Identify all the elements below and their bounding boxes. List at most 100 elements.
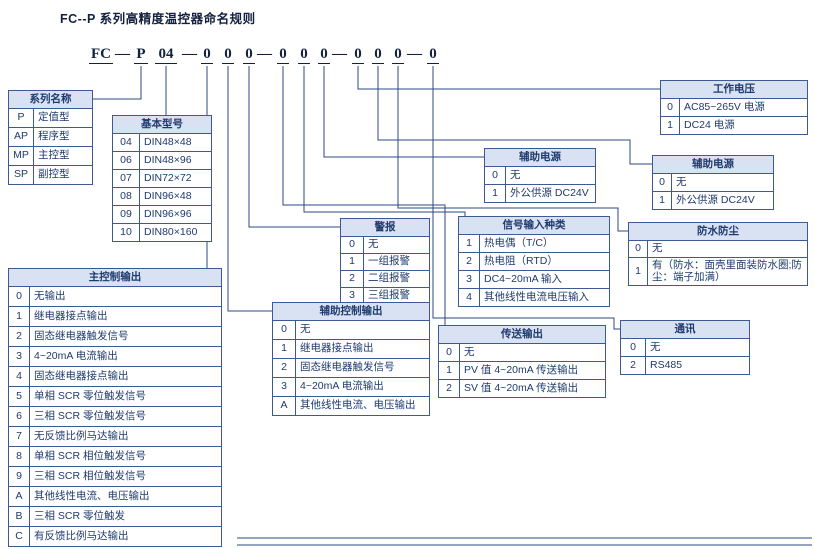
- code-cell: 1: [485, 184, 506, 202]
- code-cell: 1: [341, 253, 364, 270]
- code-cell: 10: [113, 223, 140, 241]
- connector-line: [323, 66, 484, 158]
- code-digit-8: 0: [372, 46, 384, 64]
- table-title: 系列名称: [9, 91, 92, 109]
- code-dash: —: [182, 46, 197, 62]
- code-cell: 3: [273, 377, 296, 396]
- code-cell: 6: [9, 406, 30, 426]
- table-row: 1 外公供源 DC24V: [653, 190, 773, 209]
- table-row: 1 一组报警: [341, 252, 429, 270]
- table-title: 防水防尘: [629, 223, 807, 241]
- desc-cell: 其他线性电流、电压输出: [300, 399, 416, 412]
- table-row: 7 无反馈比例马达输出: [9, 425, 221, 446]
- table-title: 辅助控制输出: [273, 303, 429, 321]
- desc-cell: 三相 SCR 零位触发: [34, 509, 126, 522]
- code-cell: 2: [439, 379, 460, 397]
- code-cell: 1: [459, 234, 480, 252]
- desc-cell: 无: [652, 242, 663, 255]
- code-cell: A: [273, 396, 296, 415]
- connector-line: [248, 66, 340, 228]
- desc-cell: DIN48×48: [144, 135, 192, 148]
- code-cell: 0: [629, 240, 648, 257]
- code-digit-7: 0: [352, 46, 364, 64]
- code-cell: B: [9, 506, 30, 526]
- desc-cell: 无: [650, 340, 661, 353]
- code-cell: 7: [9, 426, 30, 446]
- code-dash: —: [257, 46, 272, 62]
- code-dash: —: [332, 46, 347, 62]
- code-cell: 4: [459, 288, 480, 306]
- code-cell: 08: [113, 187, 140, 205]
- code-cell: 0: [653, 173, 672, 191]
- code-cell: 1: [273, 339, 296, 358]
- code-cell: 2: [459, 252, 480, 270]
- table-row: 2 热电阻（RTD）: [459, 251, 609, 270]
- desc-cell: 程序型: [38, 130, 70, 143]
- code-cell: 06: [113, 151, 140, 169]
- code-cell: 0: [661, 98, 680, 116]
- code-cell: 2: [273, 358, 296, 377]
- code-digit-10: 0: [427, 46, 439, 64]
- code-cell: 0: [439, 343, 460, 361]
- desc-cell: 一组报警: [368, 255, 410, 268]
- table-title: 通讯: [621, 321, 749, 339]
- desc-cell: 热电阻（RTD）: [484, 254, 558, 267]
- desc-cell: 无: [676, 175, 687, 188]
- desc-cell: 定值型: [38, 111, 70, 124]
- desc-cell: 外公供源 DC24V: [676, 193, 755, 206]
- desc-cell: DC4~20mA 输入: [484, 272, 562, 285]
- code-digit-5: 0: [298, 46, 310, 64]
- code-cell: 2: [9, 326, 30, 346]
- code-cell: 04: [113, 133, 140, 151]
- desc-cell: 有（防水：面壳里面装防水圈;防尘：端子加满）: [652, 258, 802, 284]
- code-cell: SP: [9, 165, 34, 184]
- code-cell: 07: [113, 169, 140, 187]
- code-model: 04: [155, 46, 177, 64]
- code-cell: 3: [459, 270, 480, 288]
- desc-cell: 无: [300, 323, 311, 336]
- code-cell: 1: [653, 191, 672, 209]
- desc-cell: 固态继电器接点输出: [34, 369, 129, 382]
- desc-cell: 无反馈比例马达输出: [34, 429, 129, 442]
- table-title: 基本型号: [113, 116, 211, 134]
- table-row: 3 DC4~20mA 输入: [459, 269, 609, 288]
- code-cell: 0: [485, 166, 506, 184]
- code-cell: 3: [9, 346, 30, 366]
- table-title: 主控制输出: [9, 269, 221, 287]
- code-cell: 8: [9, 446, 30, 466]
- code-cell: 0: [341, 236, 364, 253]
- desc-cell: 其他线性电流电压输入: [484, 290, 589, 303]
- desc-cell: 继电器接点输出: [300, 342, 374, 355]
- table-title: 辅助电源: [485, 149, 595, 167]
- desc-cell: PV 值 4~20mA 传送输出: [464, 363, 579, 376]
- desc-cell: 三组报警: [368, 289, 410, 302]
- code-cell: P: [9, 108, 34, 127]
